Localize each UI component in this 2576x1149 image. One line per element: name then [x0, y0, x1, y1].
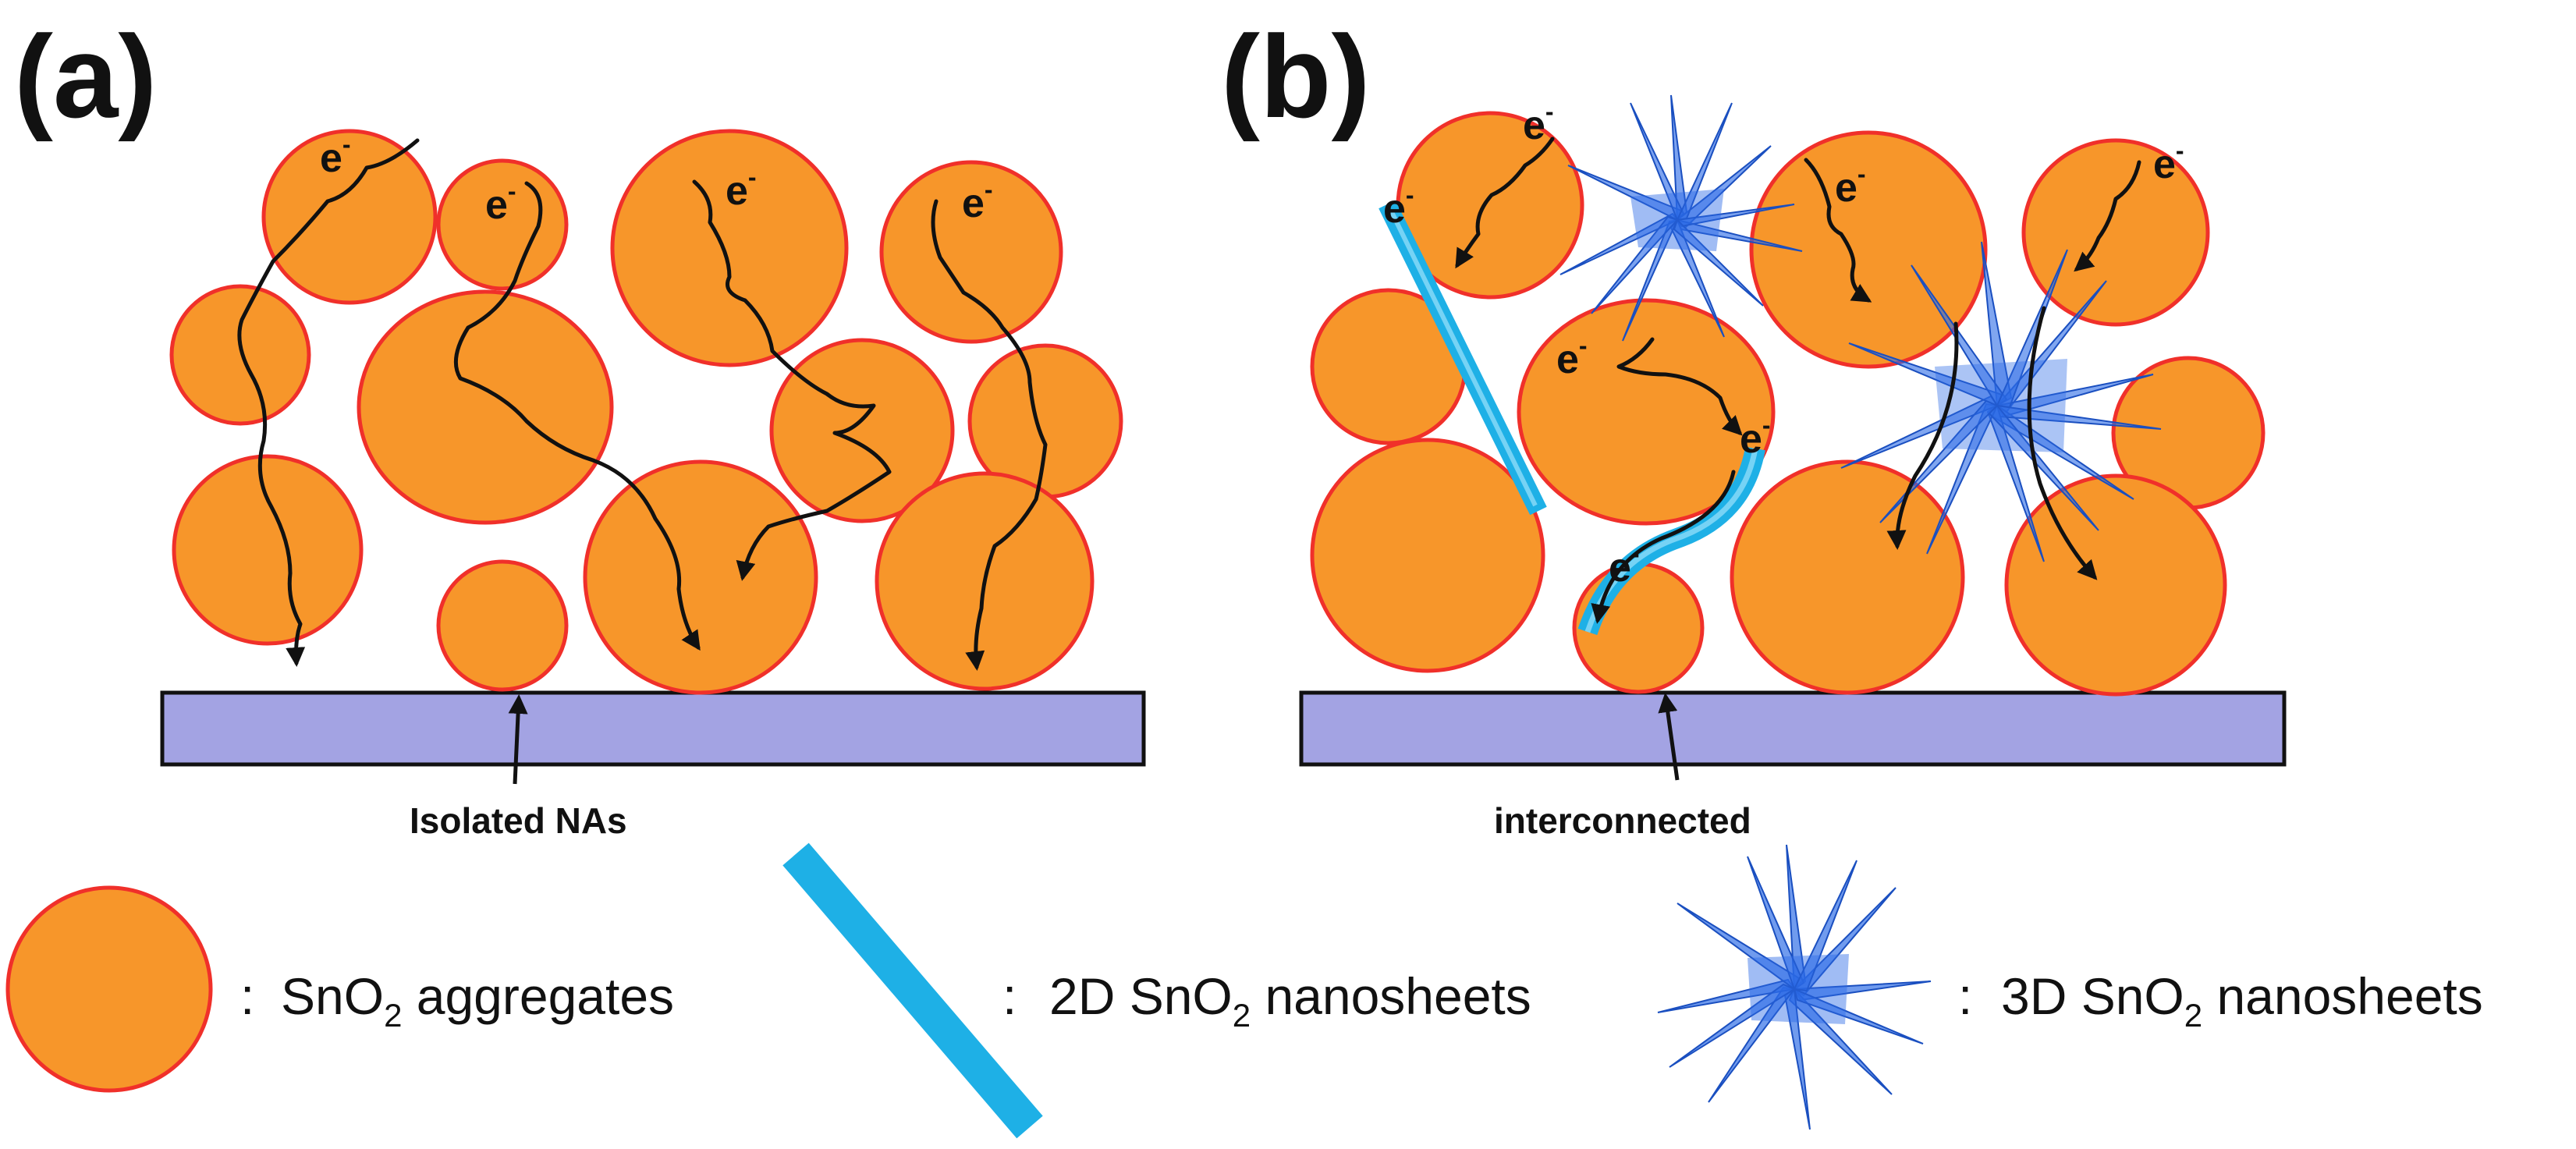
electron-label: e- — [1556, 332, 1588, 382]
panel-b-annotation: interconnected — [1494, 800, 1751, 841]
2d-nanosheet-inner — [1389, 209, 1538, 507]
panel-a-annotation-arrow — [508, 694, 528, 785]
legend-label-3d-nanosheets: 3D SnO2 nanosheets — [2001, 967, 2483, 1034]
legend-separator: : — [1002, 967, 1017, 1025]
panel-a-label: (a) — [14, 11, 157, 142]
electron-label: e- — [726, 163, 757, 214]
aggregate-particle — [610, 129, 849, 367]
electron-label: e- — [485, 177, 516, 228]
electron-label: e- — [320, 130, 351, 181]
legend-separator: : — [1958, 967, 1972, 1025]
electron-path — [237, 138, 420, 667]
blue-star-icon — [1657, 844, 1932, 1130]
electron-label: e- — [1835, 160, 1866, 211]
aggregate-particle — [169, 284, 311, 426]
electron-path — [1886, 321, 1959, 550]
aggregate-particle — [769, 338, 955, 523]
electron-path — [2027, 306, 2098, 580]
panel-a: (a) e- e- e- e- — [14, 11, 1146, 841]
aggregate-particle — [2021, 138, 2210, 327]
aggregate-particle — [1749, 130, 1988, 369]
panel-b: (b) — [1221, 11, 2287, 841]
electron-path — [1591, 470, 1736, 624]
aggregate-particle — [879, 160, 1063, 344]
panel-a-electron-labels: e- e- e- e- — [320, 130, 993, 228]
aggregate-particle — [357, 289, 614, 525]
aggregate-particle — [1730, 459, 1965, 695]
legend-separator: : — [240, 967, 254, 1025]
electron-path — [1804, 158, 1872, 303]
panel-a-aggregates — [169, 129, 1123, 695]
panel-b-3d-nanosheet-right — [1840, 241, 2162, 562]
legend-item-2d-nanosheets: : 2D SnO2 nanosheets — [782, 842, 1531, 1139]
aggregate-particle — [172, 454, 364, 646]
electron-path — [931, 199, 1048, 671]
legend-item-3d-nanosheets: : 3D SnO2 nanosheets — [1657, 844, 2483, 1130]
aggregate-particle — [1517, 298, 1776, 526]
electron-label: e- — [1383, 181, 1414, 232]
aggregate-particle — [583, 459, 818, 695]
aggregate-particle — [2004, 473, 2227, 697]
panel-b-substrate — [1299, 690, 2287, 767]
panel-a-substrate — [160, 690, 1146, 767]
panel-a-annotation: Isolated NAs — [410, 800, 627, 841]
electron-label: e- — [1740, 411, 1771, 462]
aggregate-particle — [1310, 438, 1545, 673]
electron-path — [1616, 337, 1743, 436]
panel-a-electron-paths — [237, 138, 1048, 671]
electron-path — [692, 179, 892, 581]
electron-label: e- — [962, 176, 993, 226]
panel-b-3d-nanosheet-top — [1559, 94, 1803, 342]
electron-path — [2074, 160, 2141, 272]
panel-b-electron-paths — [1455, 137, 2141, 624]
electron-label: e- — [1523, 98, 1554, 148]
legend-label-aggregates: SnO2 aggregates — [281, 967, 674, 1034]
panel-b-electron-labels: e- e- e- e- e- e- e- — [1383, 98, 2184, 590]
panel-b-label: (b) — [1221, 11, 1371, 142]
electron-label: e- — [2153, 137, 2184, 187]
legend-label-2d-nanosheets: 2D SnO2 nanosheets — [1049, 967, 1531, 1034]
panel-b-aggregates — [1310, 111, 2266, 697]
blue-bar-icon — [782, 842, 1043, 1139]
orange-circle-icon — [5, 885, 213, 1093]
electron-path — [1455, 137, 1555, 269]
electron-label: e- — [1609, 540, 1640, 590]
panel-b-annotation-arrow — [1658, 693, 1680, 781]
aggregate-particle — [436, 559, 569, 692]
aggregate-particle — [261, 129, 438, 305]
electron-path — [453, 181, 701, 651]
legend-item-aggregates: : SnO2 aggregates — [5, 885, 674, 1093]
legend: : SnO2 aggregates : 2D SnO2 nanosheets — [5, 842, 2483, 1139]
